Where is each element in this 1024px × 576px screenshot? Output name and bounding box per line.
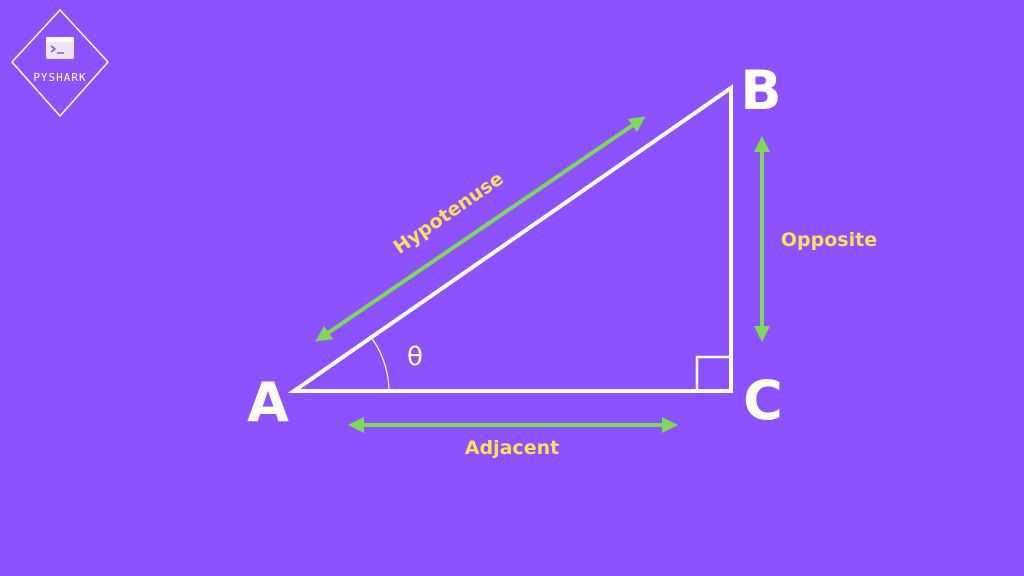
- logo-diamond: [10, 8, 110, 118]
- adjacent-label: Adjacent: [465, 437, 559, 459]
- opposite-label: Opposite: [781, 229, 877, 251]
- vertex-b-label: B: [740, 59, 781, 122]
- terminal-icon: [46, 37, 74, 59]
- hypotenuse-arrow: [315, 116, 646, 342]
- pyshark-logo: PYSHARK: [10, 8, 110, 118]
- right-angle-marker: [695, 355, 731, 391]
- vertex-a-label: A: [247, 371, 289, 434]
- theta-label: θ: [407, 342, 423, 372]
- logo-text: PYSHARK: [33, 71, 86, 84]
- vertex-c-label: C: [743, 369, 783, 432]
